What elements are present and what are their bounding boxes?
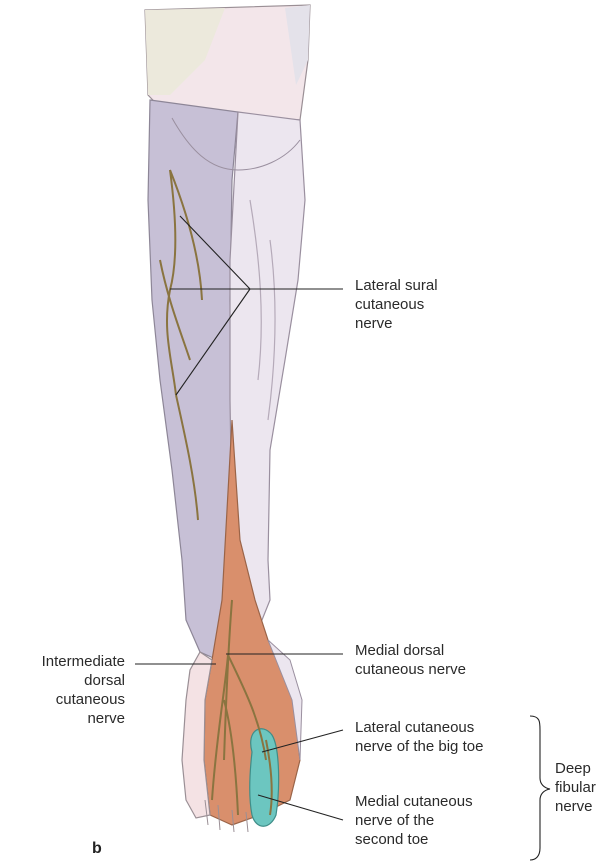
- label-deep-fibular-nerve: Deep fibular nerve: [555, 759, 596, 816]
- label-lateral-sural-cutaneous-nerve: Lateral sural cutaneous nerve: [355, 276, 438, 333]
- label-lateral-cutaneous-nerve-big-toe: Lateral cutaneous nerve of the big toe: [355, 718, 483, 756]
- deep-fibular-brace: [530, 716, 550, 860]
- label-intermediate-dorsal-cutaneous-nerve: Intermediate dorsal cutaneous nerve: [0, 652, 125, 728]
- panel-letter: b: [92, 840, 102, 858]
- label-medial-cutaneous-nerve-second-toe: Medial cutaneous nerve of the second toe: [355, 792, 473, 849]
- deep-fibular-region: [250, 729, 279, 827]
- label-medial-dorsal-cutaneous-nerve: Medial dorsal cutaneous nerve: [355, 641, 466, 679]
